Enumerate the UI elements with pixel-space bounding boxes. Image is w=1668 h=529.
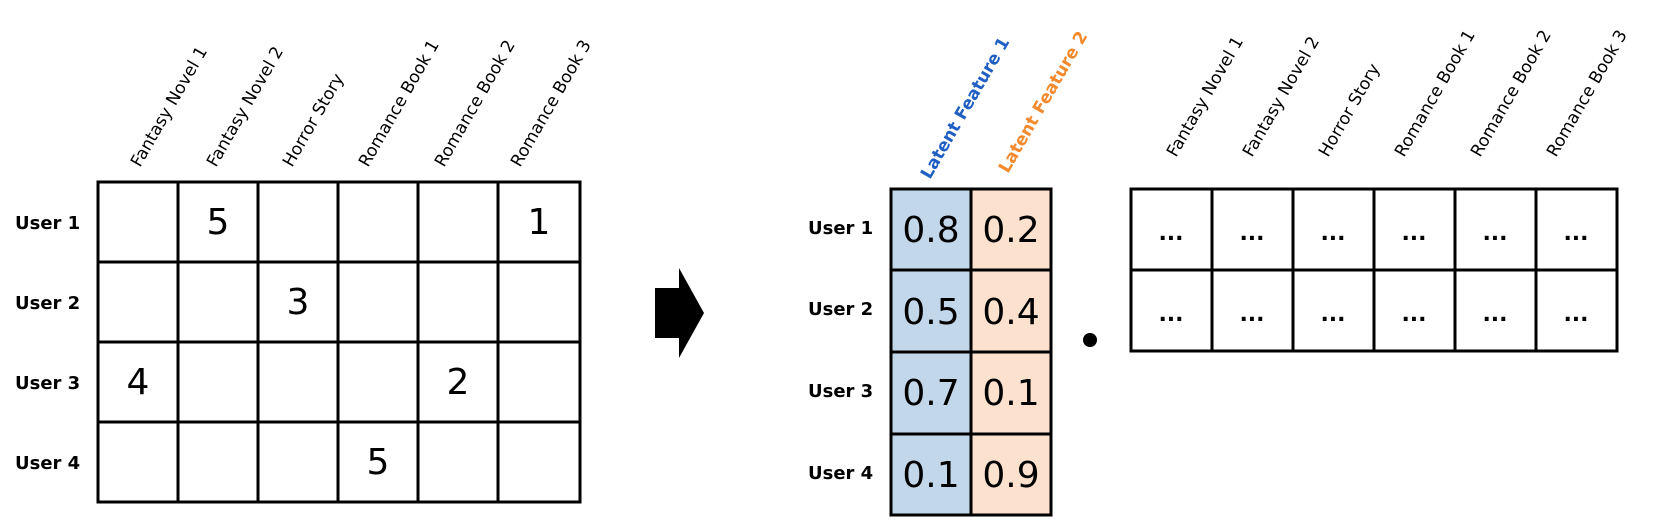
factor-cell: 0.9 [982, 455, 1039, 496]
factor-cell: 0.1 [902, 455, 959, 496]
item-col-header-5: Romance Book 2 [1467, 27, 1556, 161]
item-factor-cell: ... [1563, 302, 1588, 327]
rating-cell: 1 [528, 202, 551, 243]
rating-cell: 2 [447, 362, 470, 403]
item-factor-cell: ... [1563, 221, 1588, 246]
rating-cell: 5 [367, 442, 390, 483]
item-col-header-1: Fantasy Novel 1 [1163, 33, 1248, 160]
user-factor-matrix: Latent Feature 1 Latent Feature 2 User 1… [808, 28, 1092, 517]
rating-col-header-1: Fantasy Novel 1 [127, 43, 212, 170]
item-factor-cell: ... [1401, 221, 1426, 246]
rating-matrix-column-headers: Fantasy Novel 1 Fantasy Novel 2 Horror S… [127, 37, 596, 171]
factor-cell: 0.4 [982, 292, 1039, 333]
item-factor-cell: ... [1320, 221, 1345, 246]
user-factor-grid [889, 187, 1053, 517]
item-factor-cell: ... [1482, 302, 1507, 327]
rating-row-label-3: User 3 [15, 373, 80, 394]
factor-cell: 0.8 [902, 210, 959, 251]
dot-product-operator-icon [1083, 333, 1097, 347]
factor-row-label-2: User 2 [808, 299, 873, 320]
rating-col-header-5: Romance Book 2 [431, 37, 520, 171]
item-factor-cell: ... [1158, 221, 1183, 246]
rating-col-header-2: Fantasy Novel 2 [203, 43, 288, 170]
item-factor-cell: ... [1158, 302, 1183, 327]
rating-row-label-2: User 2 [15, 293, 80, 314]
item-col-header-3: Horror Story [1315, 60, 1384, 160]
item-factor-cells: ... ... ... ... ... ... ... ... ... ... … [1158, 221, 1588, 327]
rating-matrix: Fantasy Novel 1 Fantasy Novel 2 Horror S… [15, 37, 596, 504]
factor-cell: 0.2 [982, 210, 1039, 251]
rating-cell: 3 [287, 282, 310, 323]
factor-cell: 0.5 [902, 292, 959, 333]
rating-row-label-4: User 4 [15, 453, 80, 474]
user-factor-cells: 0.8 0.2 0.5 0.4 0.7 0.1 0.1 0.9 [902, 210, 1039, 496]
rating-matrix-row-labels: User 1 User 2 User 3 User 4 [15, 213, 80, 474]
item-col-header-4: Romance Book 1 [1391, 27, 1480, 161]
factor-row-label-4: User 4 [808, 463, 873, 484]
factor-cell: 0.7 [902, 373, 959, 414]
rating-col-header-3: Horror Story [279, 70, 348, 170]
user-factor-row-labels: User 1 User 2 User 3 User 4 [808, 218, 873, 484]
rating-col-header-4: Romance Book 1 [355, 37, 444, 171]
rating-col-header-6: Romance Book 3 [507, 37, 596, 171]
item-factor-cell: ... [1239, 302, 1264, 327]
factor-row-label-1: User 1 [808, 218, 873, 239]
rating-matrix-cells: 5 1 3 4 2 5 [127, 202, 551, 483]
item-factor-cell: ... [1239, 221, 1264, 246]
right-arrow-icon [655, 268, 704, 358]
rating-row-label-1: User 1 [15, 213, 80, 234]
item-factor-column-headers: Fantasy Novel 1 Fantasy Novel 2 Horror S… [1163, 27, 1632, 161]
rating-cell: 4 [127, 362, 150, 403]
item-col-header-6: Romance Book 3 [1543, 27, 1632, 161]
rating-matrix-grid [96, 180, 582, 504]
factor-row-label-3: User 3 [808, 381, 873, 402]
item-factor-grid [1129, 187, 1619, 353]
factor-cell: 0.1 [982, 373, 1039, 414]
item-factor-matrix: Fantasy Novel 1 Fantasy Novel 2 Horror S… [1129, 27, 1632, 353]
item-factor-cell: ... [1401, 302, 1426, 327]
rating-cell: 5 [207, 202, 230, 243]
item-factor-cell: ... [1482, 221, 1507, 246]
item-col-header-2: Fantasy Novel 2 [1239, 33, 1324, 160]
item-factor-cell: ... [1320, 302, 1345, 327]
